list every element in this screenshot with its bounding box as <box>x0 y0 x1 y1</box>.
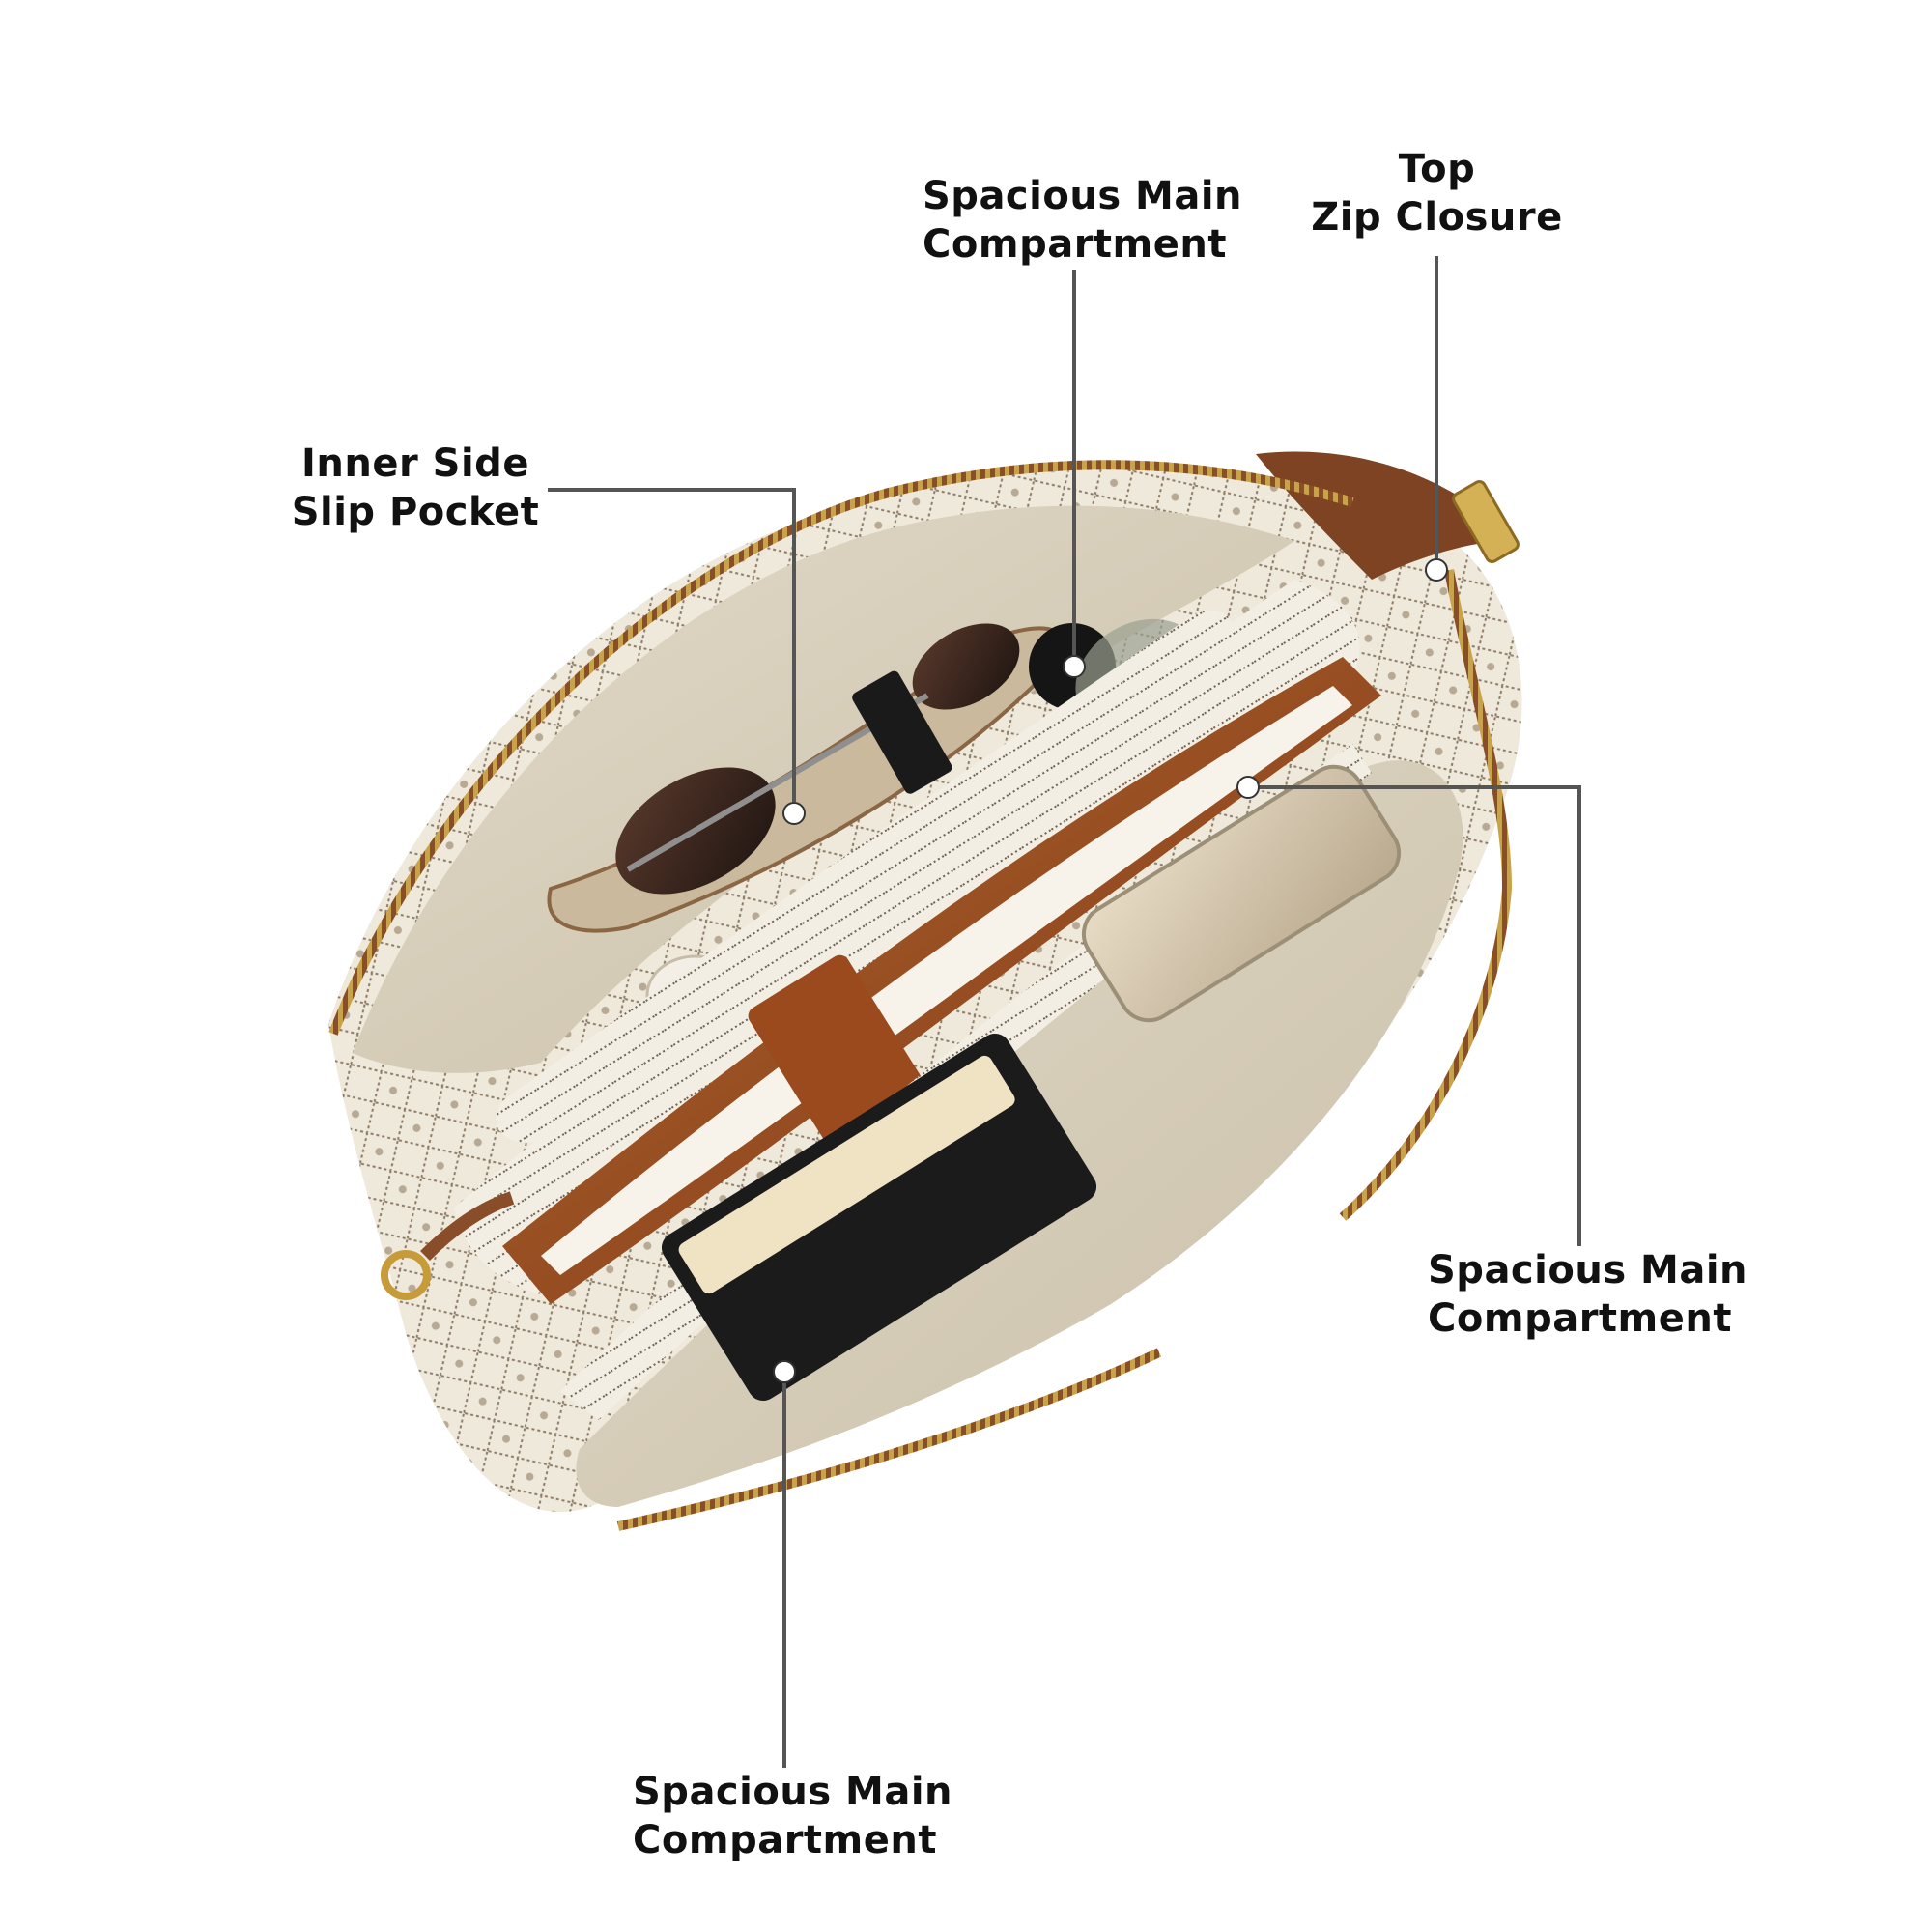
lipstick <box>852 670 952 794</box>
tan-top-band <box>1256 451 1507 580</box>
side-d-ring <box>381 1250 431 1300</box>
callout-main-compartment-right: Spacious Main Compartment <box>1428 1246 1748 1343</box>
callout-main-compartment-bottom: Spacious Main Compartment <box>633 1768 953 1864</box>
zipper-top-edge <box>328 460 1354 1036</box>
callout-top-zip-line1: Top <box>1398 147 1476 191</box>
callout-main-right-line2: Compartment <box>1428 1296 1732 1341</box>
divider-panel-1 <box>496 610 1234 1143</box>
black-notebook <box>661 1033 1097 1402</box>
zip-pull-tab <box>1452 480 1520 563</box>
callout-main-right-line1: Spacious Main <box>1428 1248 1748 1293</box>
callout-main-top-line1: Spacious Main <box>923 174 1243 218</box>
callout-main-compartment-top: Spacious Main Compartment <box>923 172 1243 269</box>
callout-inner-pocket-line1: Inner Side <box>301 441 529 486</box>
zipper-bottom-edge <box>616 1348 1162 1531</box>
notebook-pages <box>678 1055 1015 1294</box>
sunglasses-lens <box>912 623 1020 710</box>
callout-inner-side-slip-pocket: Inner Side Slip Pocket <box>290 440 541 536</box>
diary-pages <box>541 686 1352 1275</box>
callout-top-zip-line2: Zip Closure <box>1311 195 1563 240</box>
callout-top-zip-closure: Top Zip Closure <box>1304 145 1570 242</box>
callout-main-bottom-line1: Spacious Main <box>633 1770 953 1814</box>
callout-inner-pocket-line2: Slip Pocket <box>291 490 540 534</box>
callout-main-top-line2: Compartment <box>923 222 1227 267</box>
callout-main-bottom-line2: Compartment <box>633 1818 937 1862</box>
side-loop <box>420 1191 515 1261</box>
